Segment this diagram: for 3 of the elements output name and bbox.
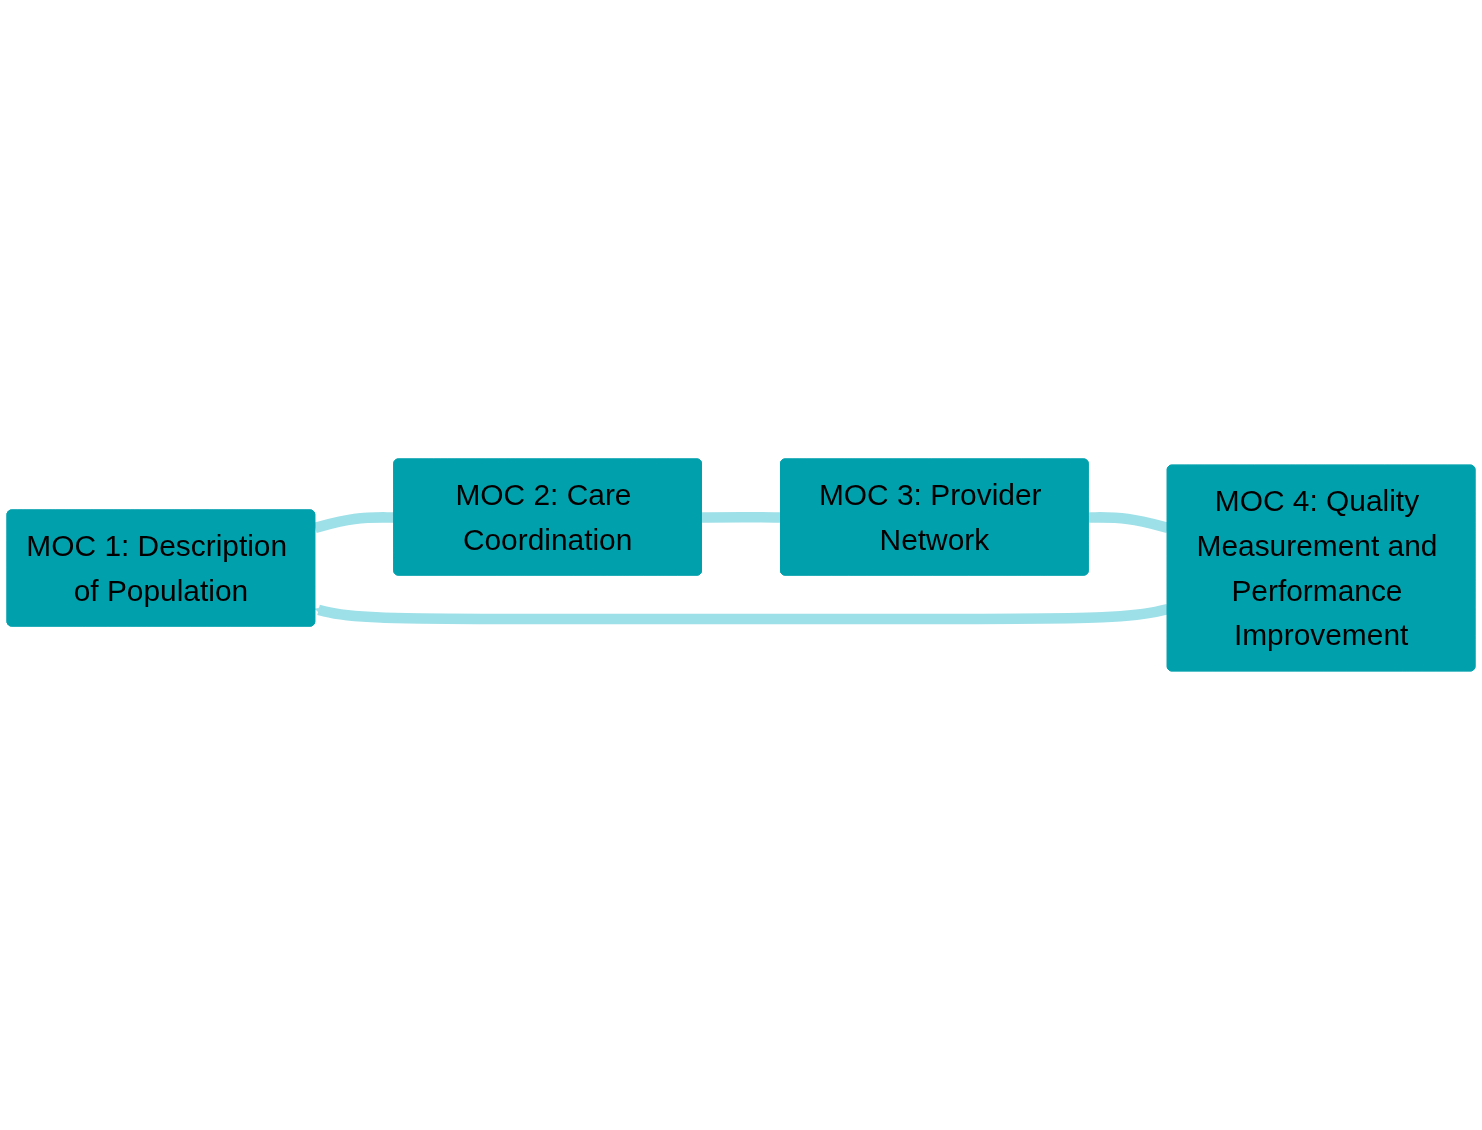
arrow: [314, 603, 1169, 625]
connector: [313, 512, 395, 534]
connector: [701, 511, 782, 523]
